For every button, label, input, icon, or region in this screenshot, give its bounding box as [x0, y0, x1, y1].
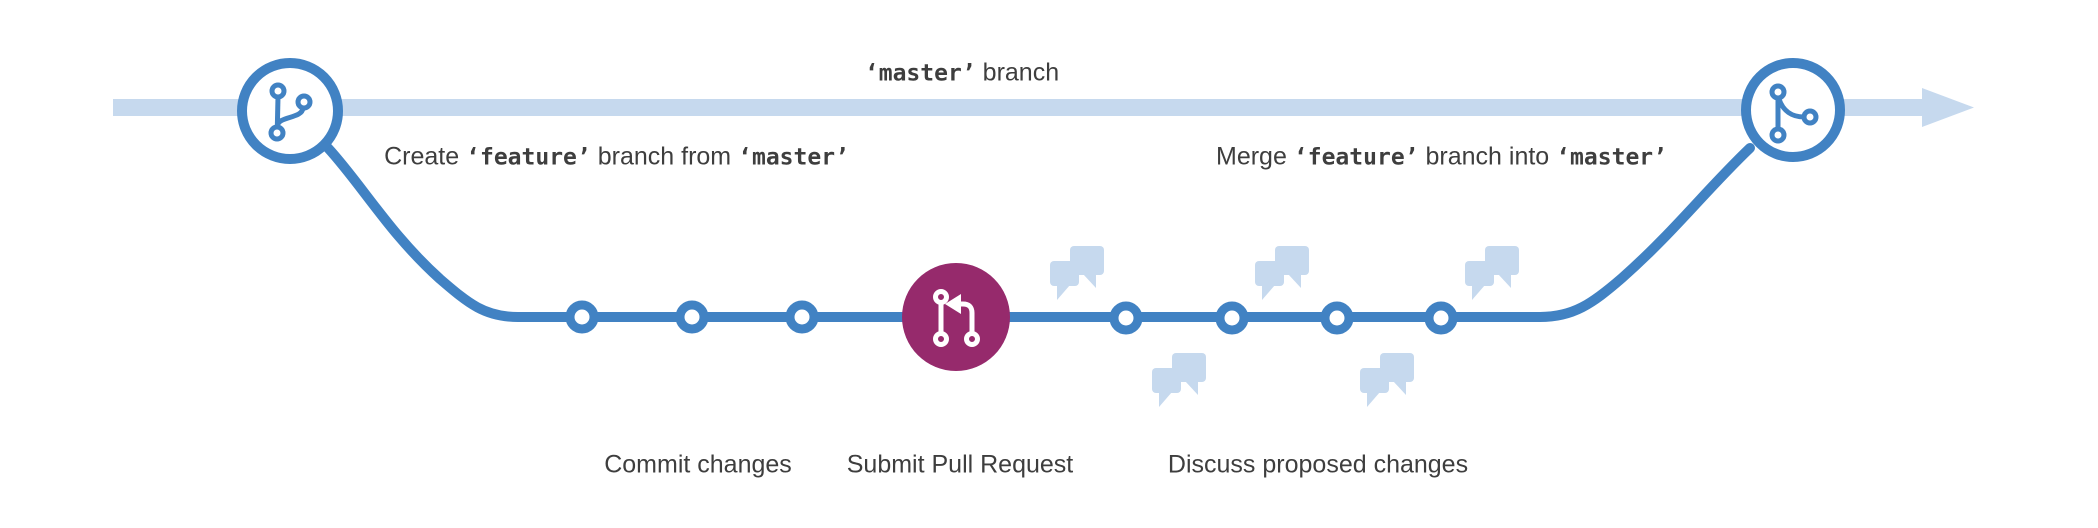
arrow-right-icon	[1922, 88, 1974, 127]
step-label-commit-changes: Commit changes	[604, 450, 792, 479]
step-label-submit-pull-request: Submit Pull Request	[846, 450, 1074, 479]
commit-dot	[1215, 301, 1249, 335]
master-branch-text: branch	[982, 58, 1060, 87]
chat-bubbles-icon	[1152, 353, 1206, 407]
master-branch-label: ‘master’branch	[864, 58, 1060, 87]
commit-dots	[565, 300, 1458, 335]
commit-dot	[565, 300, 599, 334]
branch-point-node	[237, 58, 343, 164]
step-label-discuss-proposed-changes: Discuss proposed changes	[1167, 450, 1469, 479]
master-branch-line	[113, 88, 1974, 127]
chat-bubbles-icon	[1255, 246, 1309, 300]
create-branch-label: Create‘feature’branch from‘master’	[384, 142, 849, 171]
commit-dot	[785, 300, 819, 334]
commit-dot	[1109, 301, 1143, 335]
chat-bubbles-icon	[1050, 246, 1104, 300]
commit-dot	[1424, 301, 1458, 335]
chat-bubbles-icon	[1465, 246, 1519, 300]
pull-request-node	[902, 263, 1010, 371]
master-branch-code: ‘master’	[864, 60, 976, 87]
chat-bubbles-icon	[1360, 353, 1414, 407]
merge-point-node	[1741, 58, 1845, 162]
git-pull-request-icon	[933, 289, 980, 347]
git-branch-icon	[268, 82, 313, 142]
git-merge-icon	[1769, 83, 1819, 144]
merge-branch-label: Merge‘feature’branch into‘master’	[1216, 142, 1667, 171]
commit-dot	[675, 300, 709, 334]
feature-branch-line	[323, 143, 1755, 322]
commit-dot	[1320, 301, 1354, 335]
